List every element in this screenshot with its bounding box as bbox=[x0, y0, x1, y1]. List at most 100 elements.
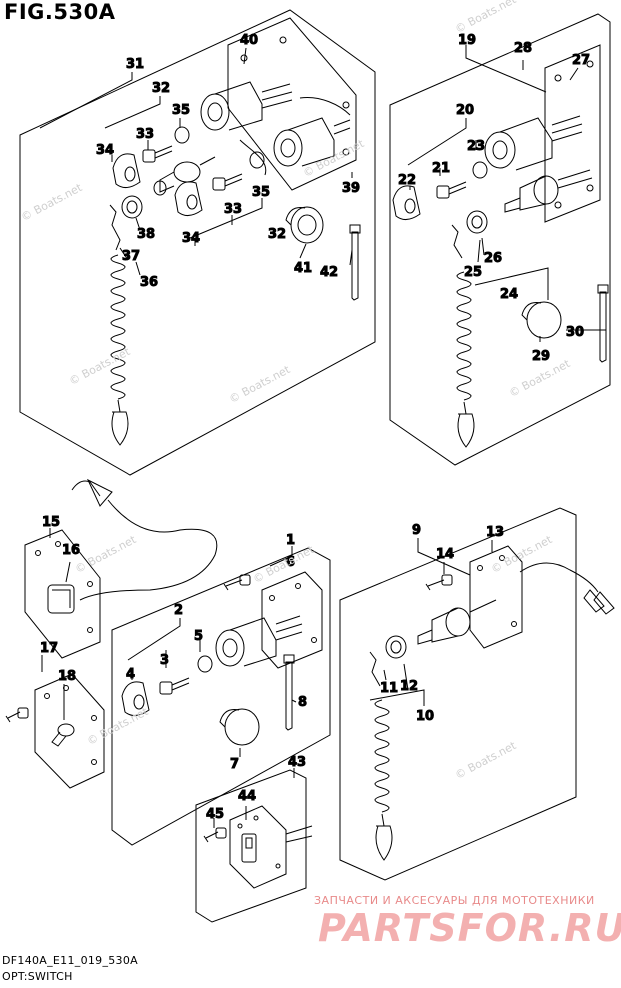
label-15: 15 bbox=[42, 515, 60, 530]
label-13: 13 bbox=[486, 525, 504, 540]
mount-plate-39 bbox=[227, 17, 357, 191]
cap-7 bbox=[219, 708, 260, 746]
tie-42 bbox=[349, 224, 361, 301]
mount-plate-6 bbox=[261, 571, 323, 669]
key-21 bbox=[436, 181, 467, 199]
stop-switch-24 bbox=[504, 169, 593, 213]
label-9: 9 bbox=[412, 523, 421, 538]
label-25: 25 bbox=[464, 265, 482, 280]
washer-5 bbox=[197, 655, 213, 673]
leader-lines-15 bbox=[49, 528, 71, 583]
group-frame-31 bbox=[19, 9, 376, 476]
nut-12 bbox=[385, 635, 407, 659]
panel-16 bbox=[24, 529, 101, 659]
label-17: 17 bbox=[40, 641, 58, 656]
plate-18 bbox=[34, 673, 105, 789]
label-19: 19 bbox=[458, 33, 476, 48]
label-27: 27 bbox=[572, 53, 590, 68]
main-switch-upper bbox=[200, 81, 293, 131]
rocker-switch-44 bbox=[229, 805, 313, 889]
main-switch-1 bbox=[215, 615, 303, 667]
label-24: 24 bbox=[500, 287, 518, 302]
label-34b: 34 bbox=[182, 231, 200, 246]
mount-plate-27 bbox=[544, 44, 601, 223]
knob-4 bbox=[121, 681, 150, 716]
label-8: 8 bbox=[298, 695, 307, 710]
label-35b: 35 bbox=[252, 185, 270, 200]
knob-34b bbox=[174, 181, 203, 216]
nut-26 bbox=[466, 210, 488, 234]
label-33a: 33 bbox=[136, 127, 154, 142]
screw-17 bbox=[5, 707, 29, 723]
leader-lines-1 bbox=[127, 546, 297, 757]
label-6: 6 bbox=[286, 555, 295, 570]
label-10: 10 bbox=[416, 709, 434, 724]
leader-lines-19 bbox=[407, 45, 606, 342]
leader-lines-31 bbox=[39, 47, 353, 276]
label-31: 31 bbox=[126, 57, 144, 72]
washer-35b bbox=[249, 151, 265, 169]
label-28: 28 bbox=[514, 41, 532, 56]
label-44: 44 bbox=[238, 789, 256, 804]
main-switch-lower bbox=[273, 117, 351, 167]
lanyard-25 bbox=[451, 224, 475, 448]
label-18: 18 bbox=[58, 669, 76, 684]
footer-name: OPT:SWITCH bbox=[2, 970, 73, 983]
watermark-tagline: ЗАПЧАСТИ И АКСЕСУАРЫ ДЛЯ МОТОТЕХНИКИ bbox=[314, 894, 595, 907]
label-3: 3 bbox=[160, 653, 169, 668]
label-16: 16 bbox=[62, 543, 80, 558]
wire-harness bbox=[239, 96, 351, 176]
label-43: 43 bbox=[288, 755, 306, 770]
figure-title: FIG.530A bbox=[4, 0, 116, 24]
label-45: 45 bbox=[206, 807, 224, 822]
label-4: 4 bbox=[126, 667, 135, 682]
label-30: 30 bbox=[566, 325, 584, 340]
key-33b bbox=[212, 173, 243, 191]
cable-assy-15 bbox=[71, 478, 218, 601]
cap-32 bbox=[285, 206, 324, 244]
label-23: 23 bbox=[467, 139, 485, 154]
label-32b: 32 bbox=[268, 227, 286, 242]
label-2: 2 bbox=[174, 603, 183, 618]
label-42: 42 bbox=[320, 265, 338, 280]
label-37: 37 bbox=[122, 249, 140, 264]
label-39: 39 bbox=[342, 181, 360, 196]
leader-lines-9 bbox=[369, 538, 493, 706]
footer-code: DF140A_E11_019_530A bbox=[2, 954, 138, 967]
label-22: 22 bbox=[398, 173, 416, 188]
watermark-logo: PARTSFOR.RU bbox=[318, 906, 621, 950]
screw-6 bbox=[223, 574, 251, 591]
washer-35a bbox=[174, 126, 190, 144]
key-switch-unit bbox=[153, 156, 216, 196]
leader-lines-43 bbox=[213, 768, 295, 828]
label-34a: 34 bbox=[96, 143, 114, 158]
lanyard-36 bbox=[109, 204, 129, 446]
label-41: 41 bbox=[294, 261, 312, 276]
label-26: 26 bbox=[484, 251, 502, 266]
label-5: 5 bbox=[194, 629, 203, 644]
stop-switch-10 bbox=[417, 599, 497, 645]
group-frame-9 bbox=[339, 507, 577, 881]
label-12: 12 bbox=[400, 679, 418, 694]
screw-45 bbox=[203, 827, 227, 843]
group-frame-43 bbox=[195, 769, 307, 923]
label-33b: 33 bbox=[224, 202, 242, 217]
label-21: 21 bbox=[432, 161, 450, 176]
label-29: 29 bbox=[532, 349, 550, 364]
group-frame-1 bbox=[111, 547, 331, 846]
washer-23 bbox=[472, 161, 488, 179]
label-35a: 35 bbox=[172, 103, 190, 118]
label-32: 32 bbox=[152, 81, 170, 96]
cable-13 bbox=[519, 562, 615, 615]
screw-14 bbox=[425, 574, 453, 591]
cap-29 bbox=[521, 301, 562, 339]
mount-plate-13 bbox=[469, 545, 523, 649]
label-36: 36 bbox=[140, 275, 158, 290]
label-40: 40 bbox=[240, 33, 258, 48]
label-20: 20 bbox=[456, 103, 474, 118]
label-11: 11 bbox=[380, 681, 398, 696]
group-frame-19 bbox=[389, 13, 611, 466]
label-38: 38 bbox=[137, 227, 155, 242]
